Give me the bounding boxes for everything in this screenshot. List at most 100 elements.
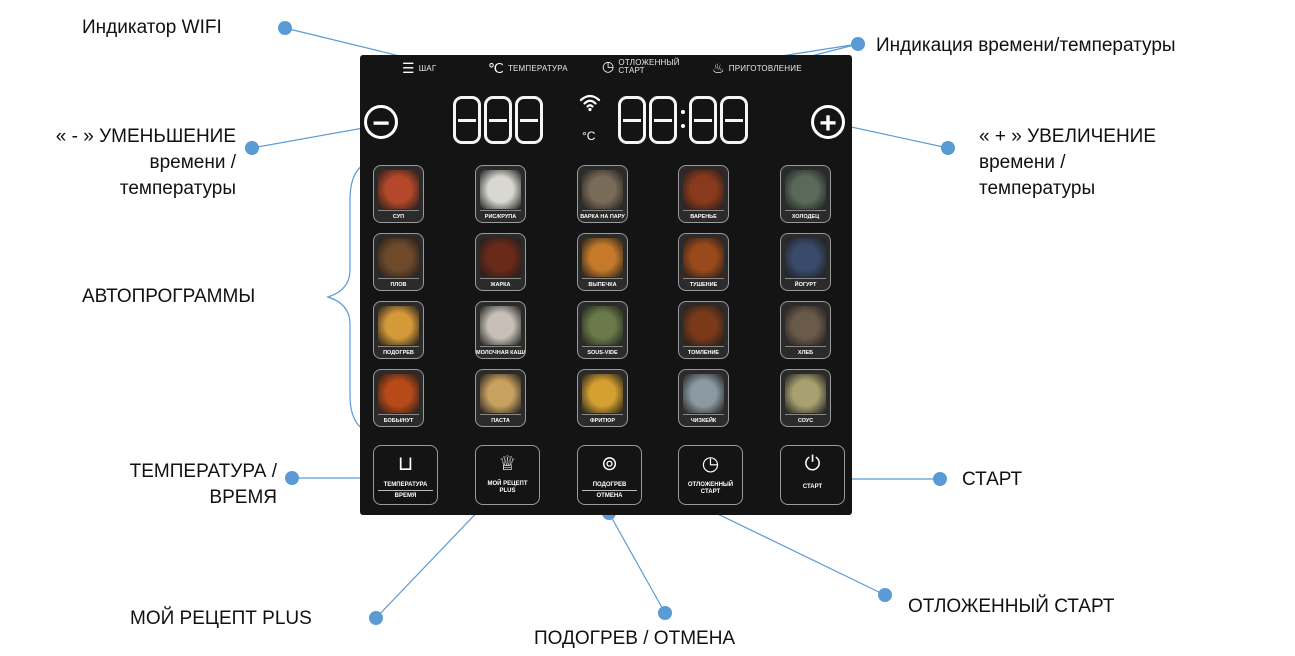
callout-time-temp-display: Индикация времени/температуры	[876, 35, 1176, 56]
time-colon	[680, 96, 686, 144]
line-delayed	[694, 502, 886, 596]
temperature-unit: °C	[582, 129, 596, 143]
menu-icon: ☰	[402, 60, 415, 76]
callout-plus-line3: температуры	[979, 178, 1096, 199]
bowl-thermometer-icon: ⊔	[397, 453, 414, 475]
program-image	[785, 238, 826, 277]
program-tile[interactable]: БОБЫ/НУТ	[373, 369, 424, 427]
program-label: ВАРКА НА ПАРУ	[580, 214, 625, 220]
dot-start-label	[933, 472, 947, 486]
program-separator	[785, 414, 826, 415]
callout-wifi: Индикатор WIFI	[82, 17, 222, 38]
program-tile[interactable]: ТОМЛЕНИЕ	[678, 301, 729, 359]
start-button[interactable]: ⏻ СТАРТ	[780, 445, 845, 505]
callout-plus-line1: « + » УВЕЛИЧЕНИЕ	[979, 126, 1156, 147]
power-icon: ⏻	[804, 453, 821, 475]
delayed-bottom-label: СТАРТ	[700, 489, 721, 495]
program-tile[interactable]: ЧИЗКЕЙК	[678, 369, 729, 427]
program-tile[interactable]: ХОЛОДЕЦ	[780, 165, 831, 223]
program-tile[interactable]: СОУС	[780, 369, 831, 427]
program-tile[interactable]: ПЛОВ	[373, 233, 424, 291]
program-label: ВАРЕНЬЕ	[690, 214, 717, 220]
program-label: РИС/КРУПА	[484, 214, 517, 220]
pot-icon: ♨	[712, 60, 725, 76]
program-image	[785, 170, 826, 209]
clock-icon: ◷	[602, 58, 615, 74]
time-display	[618, 96, 751, 148]
program-separator	[480, 278, 521, 279]
my-recipe-button[interactable]: ♕ МОЙ РЕЦЕПТ PLUS	[475, 445, 540, 505]
program-label: МОЛОЧНАЯ КАША	[476, 350, 526, 356]
program-separator	[683, 278, 724, 279]
program-separator	[582, 210, 623, 211]
temp-digit-1	[453, 96, 481, 144]
program-image	[683, 374, 724, 413]
program-label: SOUS-VIDE	[587, 350, 618, 356]
callout-minus: « - » УМЕНЬШЕНИЕ времени / температуры	[36, 124, 236, 202]
program-tile[interactable]: ЖАРКА	[475, 233, 526, 291]
program-label: ХОЛОДЕЦ	[791, 214, 820, 220]
program-tile[interactable]: ВЫПЕЧКА	[577, 233, 628, 291]
temp-time-button[interactable]: ⊔ ТЕМПЕРАТУРА ВРЕМЯ	[373, 445, 438, 505]
dot-temp-time-label	[285, 471, 299, 485]
program-image	[582, 170, 623, 209]
callout-temp-time-line2: ВРЕМЯ	[209, 487, 277, 508]
program-separator	[378, 346, 419, 347]
reheat-separator	[582, 490, 637, 491]
plus-button[interactable]: +	[811, 105, 845, 140]
temperature-display	[453, 96, 546, 148]
program-image	[683, 238, 724, 277]
reheat-cancel-button[interactable]: ⊚ ПОДОГРЕВ ОТМЕНА	[577, 445, 642, 505]
chef-hat-icon: ♕	[498, 453, 517, 475]
autoprograms-brace	[326, 159, 379, 435]
callout-start: СТАРТ	[962, 469, 1023, 490]
line-plus	[841, 124, 949, 149]
program-separator	[582, 278, 623, 279]
program-tile[interactable]: ВАРЕНЬЕ	[678, 165, 729, 223]
program-tile[interactable]: ВАРКА НА ПАРУ	[577, 165, 628, 223]
wifi-icon	[579, 92, 601, 118]
program-tile[interactable]: ХЛЕБ	[780, 301, 831, 359]
status-step: ☰ ШАГ	[402, 60, 436, 77]
callout-temp-time-line1: ТЕМПЕРАТУРА /	[129, 461, 277, 482]
program-tile[interactable]: МОЛОЧНАЯ КАША	[475, 301, 526, 359]
program-label: ЧИЗКЕЙК	[690, 418, 717, 424]
program-label: ЙОГУРТ	[794, 282, 817, 288]
program-image	[480, 374, 521, 413]
program-tile[interactable]: СУП	[373, 165, 424, 223]
time-digit-3	[689, 96, 717, 144]
temp-time-top-label: ТЕМПЕРАТУРА	[383, 482, 428, 488]
line-minus	[251, 124, 381, 149]
program-tile[interactable]: ФРИТЮР	[577, 369, 628, 427]
program-separator	[480, 210, 521, 211]
program-image	[785, 374, 826, 413]
program-tile[interactable]: ПОДОГРЕВ	[373, 301, 424, 359]
program-tile[interactable]: ЙОГУРТ	[780, 233, 831, 291]
program-tile[interactable]: ПАСТА	[475, 369, 526, 427]
dot-delayed-label	[878, 588, 892, 602]
minus-button[interactable]: −	[364, 105, 398, 140]
program-label: ХЛЕБ	[797, 350, 814, 356]
program-separator	[683, 346, 724, 347]
status-step-label: ШАГ	[418, 64, 437, 73]
callout-minus-line2: времени /	[149, 152, 236, 173]
callout-delayed-start: ОТЛОЖЕННЫЙ СТАРТ	[908, 596, 1115, 617]
program-tile[interactable]: SOUS-VIDE	[577, 301, 628, 359]
my-recipe-bottom-label: PLUS	[499, 488, 516, 494]
program-label: БОБЫ/НУТ	[383, 418, 414, 424]
program-label: ТУШЕНИЕ	[689, 282, 718, 288]
program-image	[480, 170, 521, 209]
dot-recipe-label	[369, 611, 383, 625]
program-separator	[480, 414, 521, 415]
reheat-top-label: ПОДОГРЕВ	[592, 482, 627, 488]
time-digit-2	[649, 96, 677, 144]
program-tile[interactable]: РИС/КРУПА	[475, 165, 526, 223]
program-separator	[378, 414, 419, 415]
program-separator	[582, 414, 623, 415]
delayed-start-button[interactable]: ◷ ОТЛОЖЕННЫЙ СТАРТ	[678, 445, 743, 505]
control-panel: ☰ ШАГ ℃ ТЕМПЕРАТУРА ◷ ОТЛОЖЕННЫЙ СТАРТ ♨…	[360, 55, 852, 515]
temp-time-bottom-label: ВРЕМЯ	[394, 493, 417, 499]
program-label: ФРИТЮР	[589, 418, 616, 424]
program-image	[480, 238, 521, 277]
program-tile[interactable]: ТУШЕНИЕ	[678, 233, 729, 291]
